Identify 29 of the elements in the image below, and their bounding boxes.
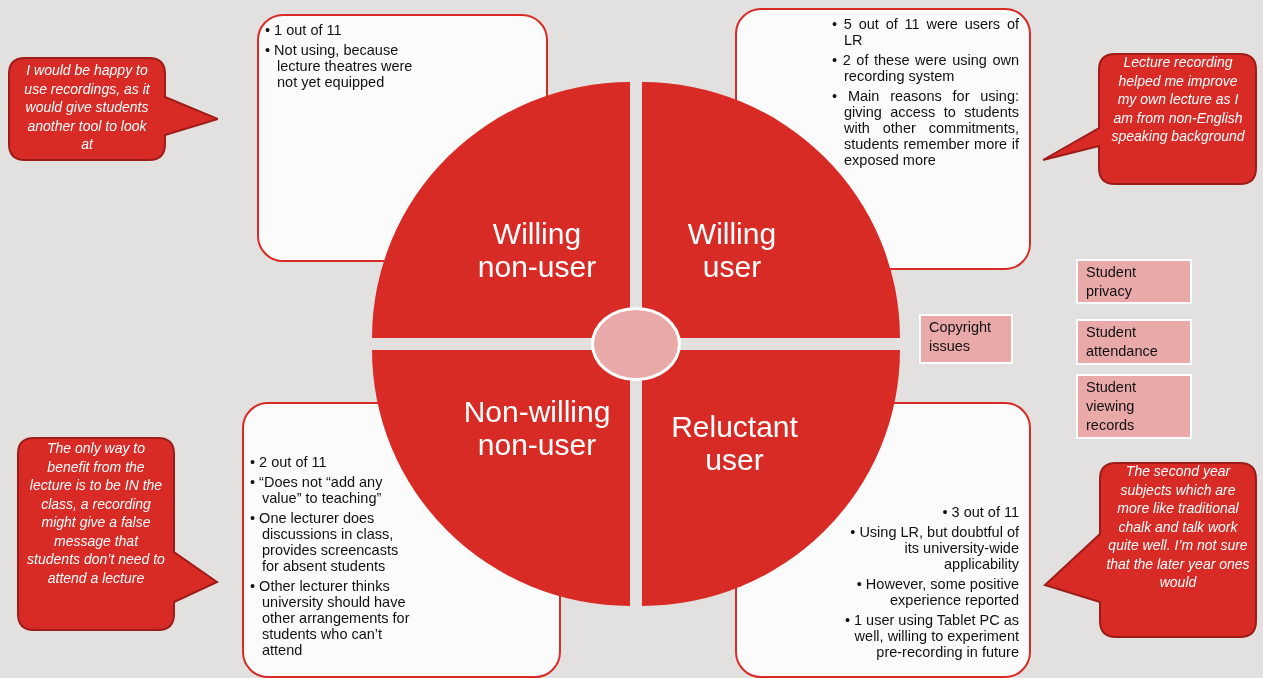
quote-text: Lecture recording helped me improve my own lecture as I am from non-English speaking background: [1110, 53, 1246, 146]
bullet-text: • 3 out of 11: [941, 504, 1019, 520]
speech-bubble: [8, 57, 218, 161]
issue-label: Student attendance: [1076, 319, 1192, 365]
bullet-text: • One lecturer does discussions in class, provides screencasts for absent students: [250, 510, 400, 574]
bullet-text: • Using LR, but doubtful of its university-wide applicability: [849, 524, 1019, 572]
quadrant-title: Reluctant user: [670, 410, 799, 476]
quadrant-title: Willing user: [686, 217, 778, 283]
speech-bubble: [1042, 462, 1257, 638]
bullet-text: • “Does not “add any value” to teaching”: [250, 474, 384, 506]
quadrant-title: Willing non-user: [476, 217, 598, 283]
speech-bubble: [17, 437, 219, 631]
bullet-text: • Not using, because lecture theatres were not yet equipped: [265, 42, 414, 90]
bullet-text: • 5 out of 11 were users of LR: [832, 16, 1019, 48]
quote-text: The only way to benefit from the lecture is to be IN the class, a recording might give a false message that students don’t need to attend a lecture: [27, 439, 165, 587]
bullet-text: • 2 of these were using own recording system: [832, 52, 1019, 84]
issue-label: Student privacy: [1076, 259, 1192, 304]
quadrant-title: Non-willing non-user: [462, 395, 612, 461]
bullet-text: • Other lecturer thinks university should have other arrangements for students who can’t attend: [250, 578, 411, 658]
bullet-text: • 1 user using Tablet PC as well, willing to experiment pre-recording in future: [843, 612, 1019, 660]
bullet-text: • However, some positive experience reported: [855, 576, 1019, 608]
issue-label: Copyright issues: [919, 314, 1013, 364]
speech-bubble: [1040, 53, 1257, 185]
bullet-text: • Main reasons for using: giving access to students with other commitments, students remember more if exposed more: [832, 88, 1019, 168]
bullet-text: • 2 out of 11: [250, 454, 328, 470]
quote-text: I would be happy to use recordings, as it would give students another tool to look at: [23, 61, 151, 154]
bullet-text: • 1 out of 11: [265, 22, 343, 38]
quote-text: The second year subjects which are more like traditional chalk and talk work quite well. I’m not sure that the later year ones would: [1106, 462, 1250, 592]
issue-label: Student viewing records: [1076, 374, 1192, 439]
